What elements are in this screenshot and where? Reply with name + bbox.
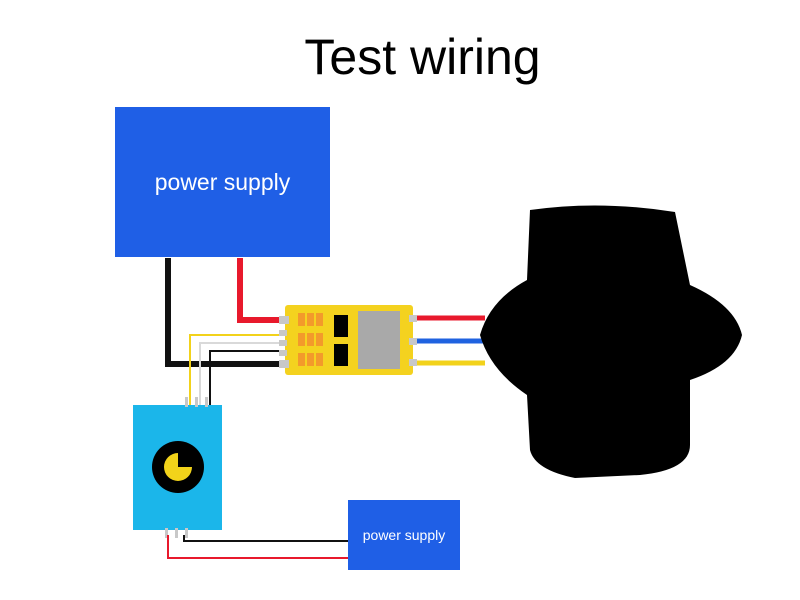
wire-small-black <box>183 535 348 542</box>
wire-black-main <box>165 258 280 367</box>
diagram-title: Test wiring <box>304 29 541 85</box>
power-supply-small-box <box>348 500 460 570</box>
power-supply-main-box <box>115 107 330 257</box>
power-supply-small-label: power supply <box>362 527 446 543</box>
servo-tester <box>133 397 222 538</box>
motor <box>480 205 742 479</box>
wire-signal-yellow <box>189 334 283 405</box>
wire-red-main <box>237 258 280 323</box>
wire-signal-white <box>199 342 283 405</box>
wire-signal-black <box>209 350 283 405</box>
power-supply-main-label: power supply <box>154 168 291 195</box>
wire-small-red <box>167 535 348 559</box>
esc-module <box>279 305 417 375</box>
